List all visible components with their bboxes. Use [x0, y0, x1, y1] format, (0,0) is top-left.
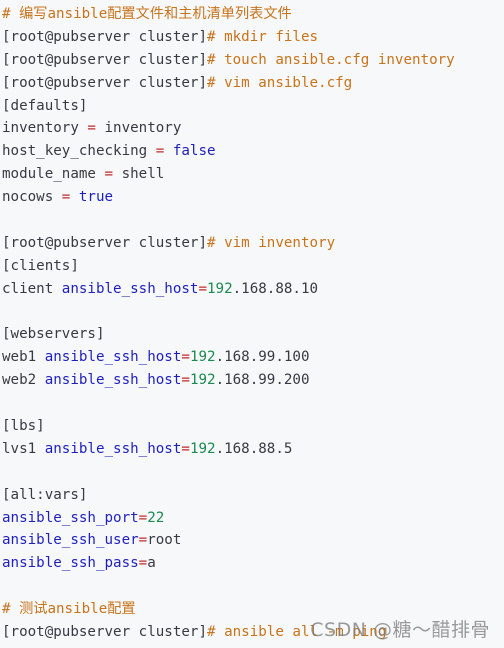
- code-line: # 测试ansible配置: [0, 598, 504, 621]
- code-token-cmd: # mkdir files: [207, 28, 319, 45]
- code-token-eq: =: [181, 372, 190, 389]
- code-token-eq: =: [104, 166, 114, 183]
- code-token-text: [clients]: [2, 257, 79, 274]
- code-line: # 编写ansible配置文件和主机清单列表文件: [0, 3, 504, 26]
- code-token-prompt: [root@pubserver cluster]: [2, 234, 207, 251]
- code-token-eq: =: [138, 532, 148, 549]
- code-token-text: module_name: [2, 166, 105, 183]
- watermark: CSDN @糖～醋排骨: [310, 619, 490, 641]
- code-line: [0, 461, 504, 484]
- code-token-comment: # 编写ansible配置文件和主机清单列表文件: [2, 6, 292, 22]
- code-line: nocows = true: [0, 186, 504, 209]
- code-token-text: [defaults]: [2, 97, 88, 114]
- code-token-eq: =: [138, 509, 148, 526]
- code-line: [root@pubserver cluster]# vim ansible.cf…: [0, 72, 504, 95]
- code-token-cmd: # vim inventory: [207, 234, 336, 251]
- code-token-text: host_key_checking: [2, 143, 156, 160]
- code-token-text: [164, 143, 173, 159]
- code-line: [all:vars]: [0, 484, 504, 507]
- code-line: [webservers]: [0, 323, 504, 346]
- code-token-text: web1: [2, 349, 45, 366]
- code-token-key: ansible_ssh_user: [2, 532, 139, 549]
- code-token-prompt: [root@pubserver cluster]: [2, 28, 207, 45]
- code-token-key: ansible_ssh_host: [44, 440, 182, 457]
- code-line: [0, 301, 504, 324]
- code-token-text: a: [147, 555, 156, 572]
- code-line: [root@pubserver cluster]# touch ansible.…: [0, 49, 504, 72]
- code-line: host_key_checking = false: [0, 140, 504, 163]
- code-line: [root@pubserver cluster]# ansible all -m…: [0, 621, 504, 644]
- code-token-eq: =: [138, 555, 148, 572]
- code-line: lvs1 ansible_ssh_host=192.168.88.5: [0, 438, 504, 461]
- code-token-text: [webservers]: [2, 326, 105, 343]
- code-line: client ansible_ssh_host=192.168.88.10: [0, 278, 504, 301]
- code-token-eq: =: [155, 143, 165, 160]
- code-token-text: nocows: [2, 189, 62, 206]
- code-token-prompt: [root@pubserver cluster]: [2, 74, 207, 91]
- code-token-text: [all:vars]: [2, 486, 88, 503]
- code-token-bool: false: [172, 143, 216, 160]
- code-token-key: ansible_ssh_host: [44, 372, 182, 389]
- code-line: web1 ansible_ssh_host=192.168.99.100: [0, 346, 504, 369]
- code-line: inventory = inventory: [0, 117, 504, 140]
- code-line: [0, 209, 504, 232]
- code-line: web2 ansible_ssh_host=192.168.99.200: [0, 369, 504, 392]
- code-token-text: .168.88.10: [232, 280, 319, 297]
- code-line: [lbs]: [0, 415, 504, 438]
- code-token-text: .168.88.5: [215, 440, 293, 457]
- code-token-key: ansible_ssh_host: [44, 349, 182, 366]
- code-line: [0, 575, 504, 598]
- code-token-text: inventory: [95, 120, 182, 137]
- code-token-cmd: # touch ansible.cfg inventory: [207, 51, 455, 68]
- code-token-prompt: [root@pubserver cluster]: [2, 51, 207, 68]
- code-token-text: root: [147, 532, 182, 549]
- code-token-text: .168.99.100: [215, 349, 310, 366]
- code-line: ansible_ssh_user=root: [0, 529, 504, 552]
- code-token-eq: =: [87, 120, 96, 137]
- code-token-num: 192: [189, 372, 216, 389]
- code-line: [clients]: [0, 255, 504, 278]
- code-token-num: 192: [189, 440, 216, 457]
- code-token-bool: true: [78, 189, 114, 206]
- code-token-prompt: [root@pubserver cluster]: [2, 624, 207, 641]
- code-token-text: [70, 189, 79, 205]
- code-line: [root@pubserver cluster]# vim inventory: [0, 232, 504, 255]
- code-token-eq: =: [181, 349, 190, 366]
- code-token-text: web2: [2, 372, 45, 389]
- code-line: ansible_ssh_port=22: [0, 507, 504, 530]
- code-line: module_name = shell: [0, 163, 504, 186]
- code-token-key: ansible_ssh_host: [61, 280, 199, 297]
- code-token-cmd: # vim ansible.cfg: [207, 74, 353, 91]
- code-token-text: client: [2, 280, 62, 297]
- code-line: [defaults]: [0, 95, 504, 118]
- code-token-num: 192: [207, 280, 233, 297]
- code-token-text: [lbs]: [2, 418, 45, 435]
- code-token-key: ansible_ssh_port: [2, 509, 139, 526]
- code-token-eq: =: [61, 189, 71, 206]
- code-token-num: 22: [147, 509, 165, 526]
- code-token-cmd: # ansible all -m ping: [207, 624, 387, 641]
- code-token-text: shell: [113, 166, 165, 183]
- code-token-text: .168.99.200: [215, 372, 310, 389]
- code-token-comment: # 测试ansible配置: [2, 601, 136, 618]
- code-token-text: lvs1: [2, 440, 45, 457]
- code-line: [root@pubserver cluster]# mkdir files: [0, 26, 504, 49]
- code-token-key: ansible_ssh_pass: [2, 555, 139, 572]
- code-token-eq: =: [181, 440, 190, 457]
- code-token-text: inventory: [2, 120, 88, 137]
- code-line: [0, 392, 504, 415]
- code-token-eq: =: [198, 280, 208, 297]
- code-token-num: 192: [189, 349, 216, 366]
- code-line: ansible_ssh_pass=a: [0, 552, 504, 575]
